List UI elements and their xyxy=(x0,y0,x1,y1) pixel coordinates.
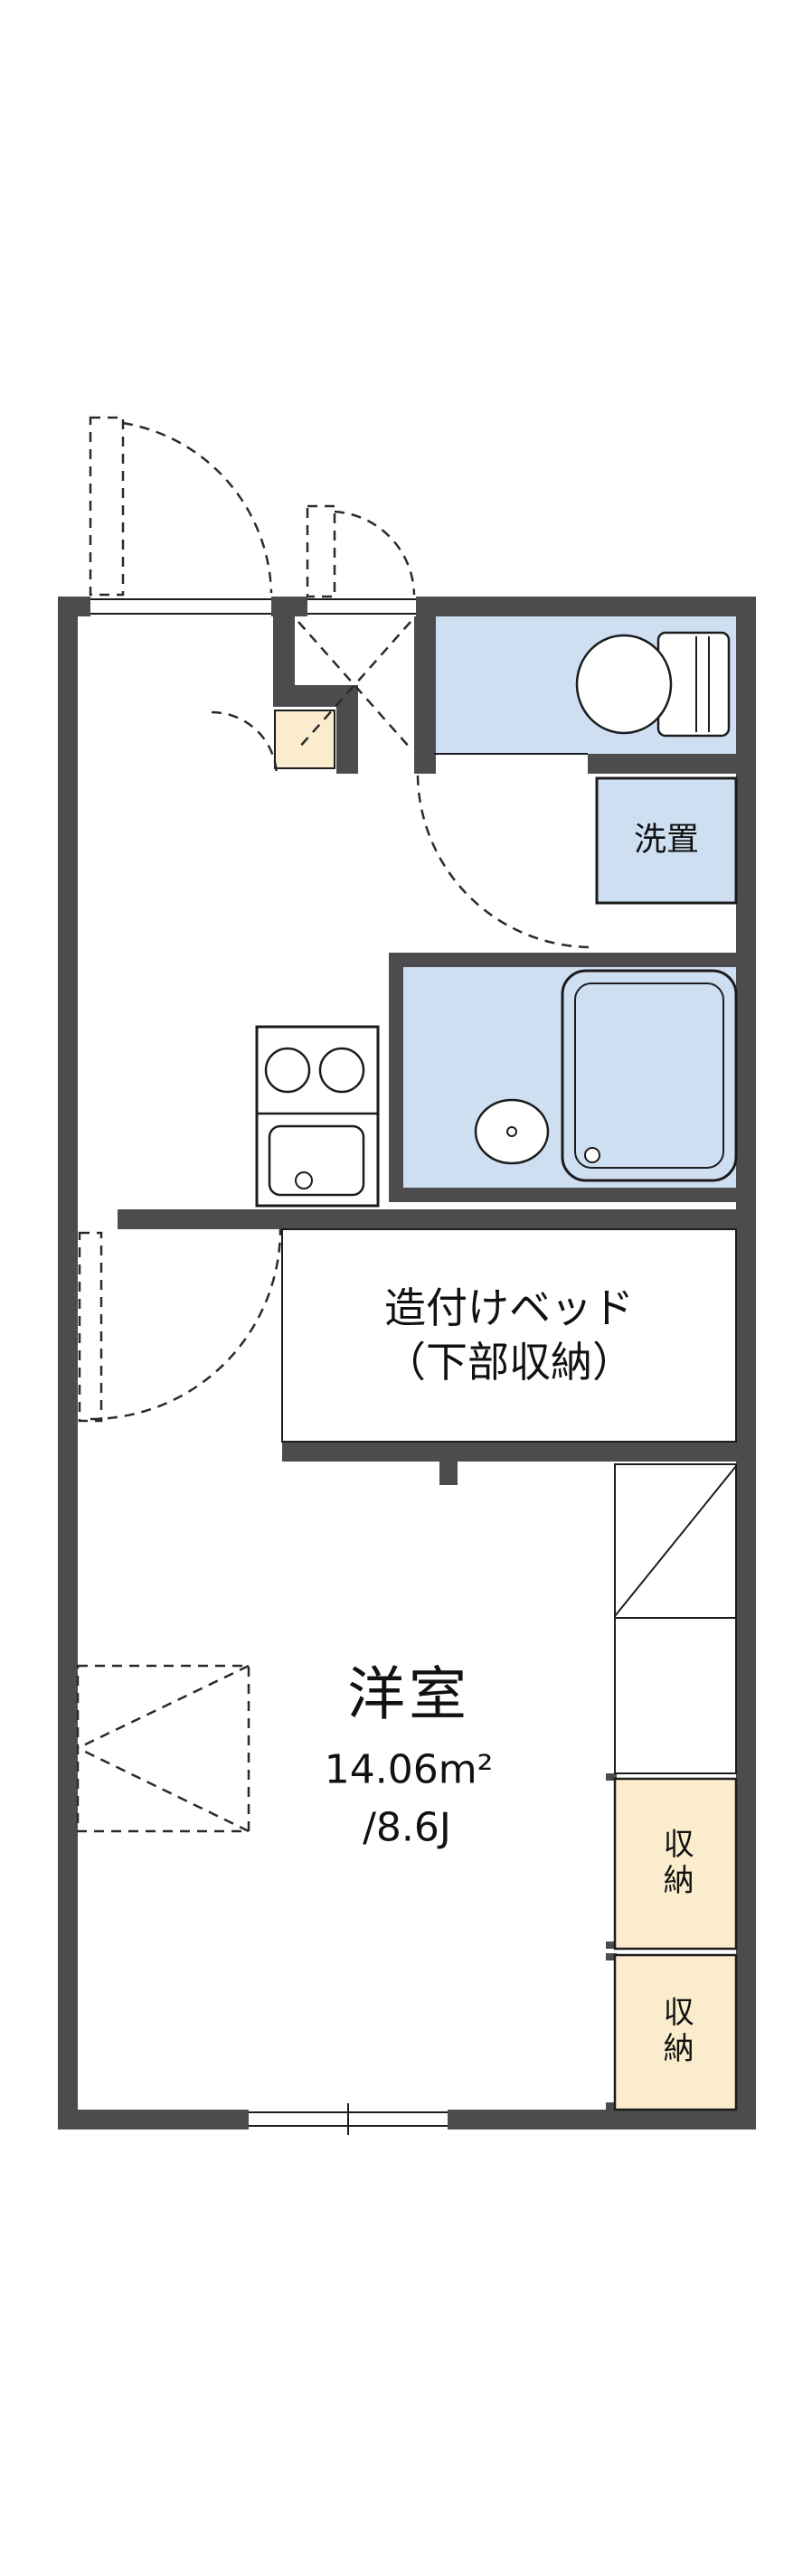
fixtures xyxy=(255,631,738,2111)
closet-diagonal xyxy=(614,1465,737,1617)
right-outer-wall xyxy=(736,597,756,2129)
storage-hinge-mark-3 xyxy=(606,1953,617,1960)
room-door-leaf xyxy=(78,1231,103,1423)
main-room-tatami-size: /8.6J xyxy=(363,1804,451,1851)
bathroom-bottom-wall xyxy=(389,1188,756,1202)
top-wall-segment-c xyxy=(416,597,756,616)
built-in-bed-label-line1: 造付けベッド xyxy=(384,1283,634,1333)
top-wall-segment-b xyxy=(271,597,307,616)
storage-hinge-mark-2 xyxy=(606,1941,617,1949)
main-room-name: 洋室 xyxy=(347,1661,470,1729)
entry-door2-leaf xyxy=(306,504,336,598)
stove-burner-left xyxy=(264,1047,311,1094)
bathtub-inner xyxy=(574,982,724,1169)
bottom-wall-segment-a xyxy=(58,2110,249,2129)
room-door-arc xyxy=(90,1228,282,1421)
bathroom-top-wall xyxy=(389,953,756,967)
wall-stub xyxy=(439,1462,458,1485)
entry-door2-arc xyxy=(334,510,416,596)
toilet-bowl xyxy=(575,634,673,735)
kitchen-bed-divider-wall xyxy=(118,1209,756,1229)
built-in-bed-label: 造付けベッド （下部収納） xyxy=(384,1282,634,1390)
wash-area-top-wall xyxy=(588,754,756,774)
bottom-wall-segment-b xyxy=(448,2110,756,2129)
toilet-door-arc xyxy=(416,775,593,949)
genkan-cross-mark xyxy=(297,621,411,749)
built-in-bed-outline xyxy=(281,1228,737,1443)
wash-room-label: 洗置 xyxy=(633,821,700,859)
entrance-door-leaf xyxy=(89,416,125,597)
storage-top-label: 収納 xyxy=(657,1828,694,1900)
left-furniture-triangle xyxy=(77,1664,250,1833)
storage-top-box xyxy=(613,1777,738,1951)
entrance-wall-horizontal xyxy=(273,685,358,707)
left-outer-wall xyxy=(58,597,78,2129)
walls xyxy=(58,597,756,2129)
bathroom-floor xyxy=(403,967,736,1188)
bathroom-left-wall xyxy=(389,953,403,1202)
kitchen-sink-drain xyxy=(295,1171,313,1189)
stove-burner-right xyxy=(318,1047,365,1094)
kitchen-sink xyxy=(268,1124,365,1197)
bathtub-drain xyxy=(584,1147,600,1163)
door-swings xyxy=(76,416,593,1833)
bath-basin xyxy=(474,1098,550,1165)
main-room-area: 14.06m² xyxy=(324,1746,494,1793)
storage-hinge-mark-4 xyxy=(606,2102,617,2110)
bath-basin-drain xyxy=(506,1126,517,1137)
entrance-wall-vertical-2 xyxy=(336,707,358,774)
windows xyxy=(90,598,588,2135)
bathtub-outer xyxy=(561,969,738,1182)
entrance-door-arc xyxy=(122,421,273,594)
top-wall-segment-a xyxy=(58,597,90,616)
genkan-small-door-arc xyxy=(211,710,279,778)
left-furniture-outline xyxy=(76,1664,250,1833)
bed-bottom-wall xyxy=(282,1442,756,1462)
storage-bottom-box xyxy=(613,1953,738,2111)
wash-machine-box xyxy=(595,776,738,905)
shoe-cabinet xyxy=(274,710,335,769)
built-in-bed-label-line2: （下部収納） xyxy=(384,1338,634,1387)
toilet-left-wall xyxy=(414,616,436,774)
storage-hinge-mark-1 xyxy=(606,1773,617,1781)
storage-bottom-label: 収納 xyxy=(657,1996,694,2068)
